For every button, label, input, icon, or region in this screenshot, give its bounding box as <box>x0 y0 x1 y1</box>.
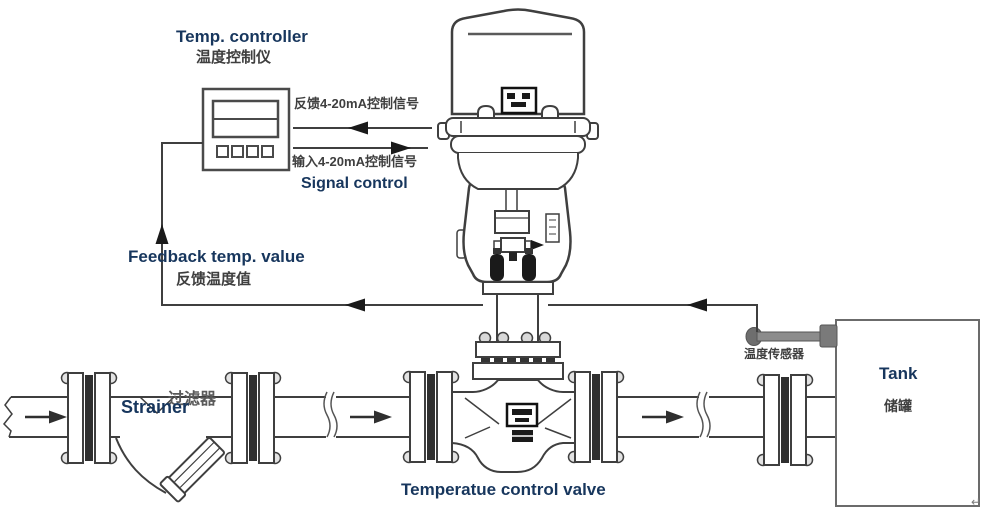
temp-sensor <box>745 324 838 348</box>
stem-coupling <box>493 237 544 261</box>
control-valve <box>451 331 576 473</box>
feedback-temp-label-zh: 反馈温度值 <box>176 271 252 288</box>
bolt-ear-left <box>477 104 495 120</box>
strainer-funnel-left <box>115 437 167 494</box>
signal-line-input <box>293 141 428 155</box>
bolt-ear-right <box>541 104 559 120</box>
valve-bonnet <box>472 331 564 380</box>
controller-buttons <box>216 145 274 158</box>
tank-label-en: Tank <box>879 364 918 383</box>
valve-caption: Temperatue control valve <box>401 480 606 499</box>
flow-arrow-3 <box>640 409 686 425</box>
flange-5 <box>756 373 814 467</box>
tank <box>835 319 980 507</box>
actuator-base <box>457 153 579 190</box>
actuator <box>437 8 599 190</box>
feedback-temp-label-en: Feedback temp. value <box>128 247 305 266</box>
pipe-segment-outlet <box>618 396 764 438</box>
controller-title-zh: 温度控制仪 <box>196 49 272 66</box>
sensor-label-zh: 温度传感器 <box>744 347 805 361</box>
signal-control-label: Signal control <box>301 175 408 192</box>
controller-title-en: Temp. controller <box>176 27 308 46</box>
pipe-run <box>2 391 836 438</box>
actuator-band-lower <box>450 135 586 154</box>
pipe-segment-tank <box>806 396 836 438</box>
flange-2 <box>224 371 282 465</box>
strainer-weld-notch <box>139 396 175 415</box>
strainer-cap <box>159 437 225 503</box>
valve-yoke <box>456 175 572 342</box>
pipe-segment-inlet <box>9 396 70 438</box>
valve-gussets <box>464 397 572 439</box>
strainer-label-zh: 过滤器 <box>168 391 217 408</box>
signal-input-label: 输入4-20mA控制信号 <box>292 154 417 169</box>
position-pointer <box>531 240 544 250</box>
actuator-nameplate <box>500 86 538 115</box>
actuator-dome <box>450 8 586 116</box>
signal-feedback-label: 反馈4-20mA控制信号 <box>294 96 419 111</box>
pipe-segment-strainer <box>110 396 232 438</box>
flange-1 <box>60 371 118 465</box>
pipe-segment-mid <box>275 396 410 438</box>
pipe-torn-edge <box>2 396 13 438</box>
packing-bolts <box>490 248 536 281</box>
temp-controller <box>201 87 291 172</box>
flange-4 <box>567 370 625 464</box>
position-scale <box>545 213 560 243</box>
pipe-break-1 <box>323 391 338 438</box>
valve-nameplate <box>505 402 539 442</box>
strainer-label-en: Strainer <box>121 397 190 417</box>
tank-label-zh: 储罐 <box>884 398 912 414</box>
pipe-break-2 <box>696 391 711 438</box>
flow-arrow-1 <box>23 409 69 425</box>
flow-arrow-2 <box>348 409 394 425</box>
feedback-line <box>155 142 758 332</box>
actuator-band-upper <box>445 117 591 137</box>
flange-3 <box>402 370 460 464</box>
paragraph-mark: ↵ <box>971 495 982 509</box>
strainer <box>115 396 225 503</box>
bonnet-neck <box>496 294 539 342</box>
signal-line-feedback <box>293 121 432 135</box>
